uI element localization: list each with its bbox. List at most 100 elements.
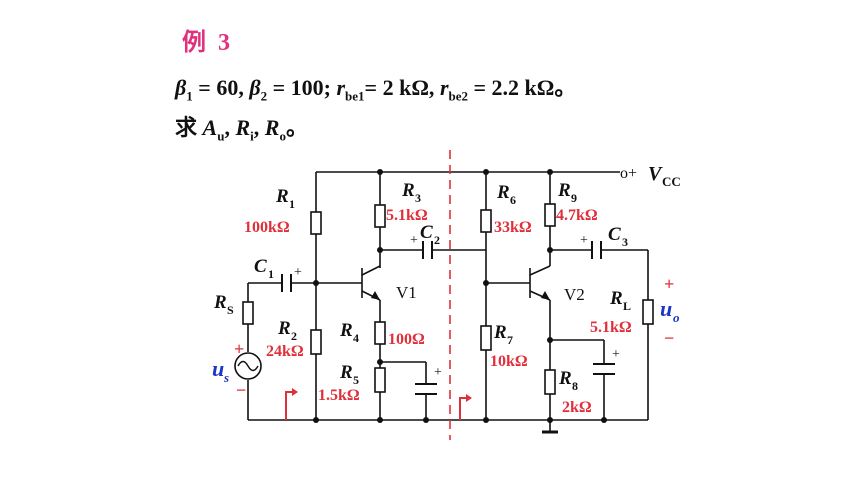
r9-value: 4.7kΩ <box>556 207 598 224</box>
resistor-rs <box>242 301 254 325</box>
resistor-r5 <box>374 367 386 393</box>
resistor-r3 <box>374 204 386 228</box>
r4-value: 100Ω <box>388 331 425 348</box>
r7-subscript: 7 <box>507 333 513 347</box>
c1-label: C <box>254 256 267 277</box>
r7-label: R <box>493 322 507 343</box>
rbe1-symbol: r <box>336 75 346 100</box>
r3-subscript: 3 <box>415 191 421 205</box>
resistor-r4 <box>374 321 386 345</box>
r8-label: R <box>558 368 572 389</box>
r1-value: 100kΩ <box>244 219 290 236</box>
uo-label: u <box>660 296 672 321</box>
us-subscript: s <box>223 370 229 385</box>
transistor-v2-label: V2 <box>564 285 585 304</box>
v2-emitter-arrow <box>541 291 550 300</box>
r7-value: 10kΩ <box>490 353 528 370</box>
r3-label: R <box>401 180 415 201</box>
stage2-input-arrow-icon <box>459 397 470 420</box>
question-sep1: , <box>224 115 236 140</box>
r1-subscript: 1 <box>289 197 295 211</box>
rbe2-subscript: be2 <box>448 88 469 104</box>
c2-label: C <box>420 222 433 243</box>
resistor-r9 <box>544 203 556 227</box>
r5-label: R <box>339 362 353 383</box>
ce2-polarity: + <box>612 347 620 362</box>
us-label: u <box>212 356 224 381</box>
r4-subscript: 4 <box>353 331 359 345</box>
beta1-value: = 60, <box>192 75 250 100</box>
resistor-r1 <box>310 211 322 235</box>
uo-subscript: o <box>673 310 680 325</box>
example-title: 例 3 <box>182 30 233 56</box>
vcc-terminal-mark: o+ <box>620 165 637 182</box>
r8-value: 2kΩ <box>562 399 592 416</box>
uo-plus-sign: + <box>664 274 674 294</box>
resistor-r2 <box>310 329 322 355</box>
r2-label: R <box>277 318 291 339</box>
resistor-r8 <box>544 369 556 395</box>
ro-symbol: R <box>264 115 280 140</box>
resistors <box>242 203 654 395</box>
resistor-r7 <box>480 325 492 351</box>
rl-subscript: L <box>623 299 631 313</box>
beta2-symbol: β <box>249 75 261 100</box>
c3-label: C <box>608 224 621 245</box>
stage1-input-arrow-icon <box>285 391 296 420</box>
r1-label: R <box>275 186 289 207</box>
question-suffix: 。 <box>285 115 308 140</box>
r2-subscript: 2 <box>291 329 297 343</box>
r4-label: R <box>339 320 353 341</box>
rs-label: R <box>213 292 227 313</box>
rl-label: R <box>609 288 623 309</box>
c3-subscript: 3 <box>622 235 628 249</box>
r9-subscript: 9 <box>571 191 577 205</box>
stage2-arrow-head <box>466 394 472 402</box>
question-text: 求 Au, Ri, Ro。 <box>175 110 308 144</box>
r9-label: R <box>557 180 571 201</box>
input-arrows <box>285 391 470 420</box>
beta1-subscript: 1 <box>186 88 193 104</box>
question-sep2: , <box>253 115 265 140</box>
r5-subscript: 5 <box>353 373 359 387</box>
r6-value: 33kΩ <box>494 219 532 236</box>
beta2-value: = 100; <box>267 75 337 100</box>
transistor-v1-label: V1 <box>396 283 417 302</box>
uo-minus-sign: − <box>664 328 674 348</box>
question-prefix: 求 <box>175 115 203 140</box>
capacitors <box>281 241 615 395</box>
beta2-subscript: 2 <box>260 88 268 104</box>
beta1-symbol: β <box>175 75 187 100</box>
rl-value: 5.1kΩ <box>590 319 632 336</box>
resistor-r6 <box>480 209 492 233</box>
c2-subscript: 2 <box>434 233 440 247</box>
r2-value: 24kΩ <box>266 343 304 360</box>
stage1-arrow-head <box>292 388 298 396</box>
us-minus-sign: − <box>236 380 246 400</box>
rbe1-subscript: be1 <box>345 88 365 104</box>
vcc-label: V <box>648 163 663 185</box>
c2-polarity: + <box>410 233 418 248</box>
c3-polarity: + <box>580 233 588 248</box>
r6-label: R <box>496 182 510 203</box>
ri-symbol: R <box>235 115 251 140</box>
r8-subscript: 8 <box>572 379 578 393</box>
c1-polarity: + <box>294 265 302 280</box>
vcc-subscript: CC <box>662 174 681 189</box>
us-plus-sign: + <box>234 339 244 359</box>
rbe2-value: = 2.2 kΩ。 <box>468 75 577 100</box>
resistor-rl <box>642 299 654 325</box>
ri-subscript: i <box>250 128 254 144</box>
ce1-polarity: + <box>434 365 442 380</box>
junction-dots <box>313 169 607 423</box>
given-parameters: β1 = 60, β2 = 100; rbe1= 2 kΩ, rbe2 = 2.… <box>175 70 576 104</box>
au-subscript: u <box>217 128 225 144</box>
au-symbol: A <box>202 115 218 140</box>
rs-subscript: S <box>227 303 234 317</box>
r3-value: 5.1kΩ <box>386 207 428 224</box>
rbe1-value: = 2 kΩ, <box>364 75 440 100</box>
circuit-wires <box>247 171 649 432</box>
c1-subscript: 1 <box>268 267 274 281</box>
v1-emitter-arrow <box>371 291 380 300</box>
